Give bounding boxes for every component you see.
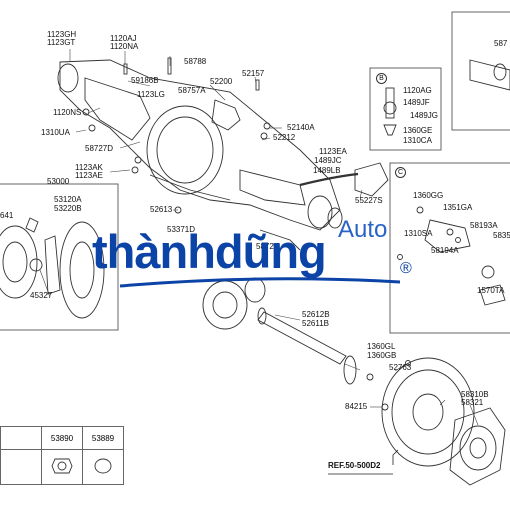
part-label: 52611B	[302, 319, 329, 328]
ref-arrow	[392, 449, 399, 465]
part-label: 52212	[273, 133, 296, 142]
part-label: 52200	[210, 77, 233, 86]
detail-b-part	[383, 87, 397, 136]
watermark-logo: thànhdũng Auto ®	[80, 216, 420, 302]
part-label: 58788	[184, 57, 207, 66]
parts-table-cell: 53890	[41, 426, 83, 450]
part-label: 1123LG	[137, 90, 165, 99]
axle-shaft	[257, 307, 357, 385]
part-label: 52157	[242, 69, 265, 78]
part-label: 58193A	[470, 221, 498, 230]
part-label: 1310CA	[403, 136, 432, 145]
part-label: 1123AK	[75, 163, 103, 172]
part-label: 45327	[30, 291, 53, 300]
backing-plate	[381, 357, 475, 467]
breather-hose	[299, 172, 359, 187]
washer-icon	[94, 458, 112, 474]
watermark-swoosh	[120, 277, 400, 288]
parts-table-header: 53890 53889	[0, 426, 124, 450]
parts-table-cell	[0, 449, 42, 485]
part-label: 1360GB	[367, 351, 397, 360]
part-label: 58321	[461, 398, 484, 407]
part-label: 53120A	[54, 195, 82, 204]
part-label: 1489JG	[410, 111, 439, 120]
part-label: 84215	[345, 402, 368, 411]
leader-lines	[39, 49, 479, 426]
part-label: 1360GL	[367, 342, 396, 351]
part-label: 1310SA	[404, 229, 433, 238]
parts-table-cell: 53889	[82, 426, 124, 450]
part-label: 53371D	[167, 225, 196, 234]
part-label: 1570TA	[477, 286, 505, 295]
part-label: 1120NA	[110, 42, 139, 51]
detail-box-top-right	[451, 11, 510, 131]
callout-b: B	[376, 73, 387, 84]
part-label: 58727D	[85, 144, 114, 153]
washer-icon-cell	[82, 449, 124, 485]
differential-parts	[0, 217, 105, 319]
part-label: 5835	[493, 231, 510, 240]
callout-c: C	[395, 167, 406, 178]
part-label: 1489JF	[403, 98, 430, 107]
detail-top-right-part-end	[493, 63, 507, 81]
part-label: 1120AG	[403, 86, 432, 95]
part-label: 1351GA	[443, 203, 473, 212]
watermark-text: thànhdũng	[92, 225, 327, 278]
registered-mark: ®	[400, 260, 412, 277]
detail-top-right-part	[469, 59, 510, 91]
part-label: 1489JC	[314, 156, 342, 165]
part-label: 52140A	[287, 123, 315, 132]
part-label: 58194A	[431, 246, 459, 255]
fasteners	[82, 57, 461, 411]
nut-icon-cell	[41, 449, 83, 485]
part-label: 52612B	[302, 310, 330, 319]
part-label: 53220B	[54, 204, 82, 213]
part-label: 641	[0, 211, 14, 220]
parts-table: 53890 53889	[0, 426, 124, 485]
part-label: 58726	[256, 242, 279, 251]
part-label: 1123EA	[319, 147, 347, 156]
detail-c-part	[416, 206, 506, 306]
part-label: 1120NS	[53, 108, 82, 117]
part-label: 1360GG	[413, 191, 444, 200]
nut-icon	[51, 458, 73, 474]
detail-box-diff	[0, 183, 119, 331]
part-label: 1310UA	[41, 128, 70, 137]
axle-housing	[57, 59, 343, 251]
hub-flange	[449, 407, 506, 486]
bracket-55227s	[354, 162, 389, 197]
part-label: 1123GT	[47, 38, 76, 47]
part-label: 55227S	[355, 196, 383, 205]
part-label: 58310B	[461, 390, 489, 399]
watermark-subtext: Auto	[338, 216, 388, 243]
part-label: 1360GE	[403, 126, 433, 135]
reference-label: REF.50-500D2	[328, 461, 381, 470]
parts-table-icons	[0, 449, 124, 485]
detail-box-b	[369, 67, 442, 151]
part-label: 52763	[389, 363, 412, 372]
part-label: 1489LB	[313, 166, 341, 175]
part-label: 53000	[47, 177, 70, 186]
parts-table-cell	[0, 426, 42, 450]
part-label: 59186B	[131, 76, 159, 85]
detail-box-c	[389, 162, 510, 334]
part-label: 587	[494, 39, 508, 48]
part-label: 1123AE	[75, 171, 103, 180]
part-label: 1120AJ	[110, 34, 137, 43]
part-label: 52613	[150, 205, 173, 214]
part-label: 1123GH	[47, 30, 77, 39]
part-label: 58757A	[178, 86, 206, 95]
